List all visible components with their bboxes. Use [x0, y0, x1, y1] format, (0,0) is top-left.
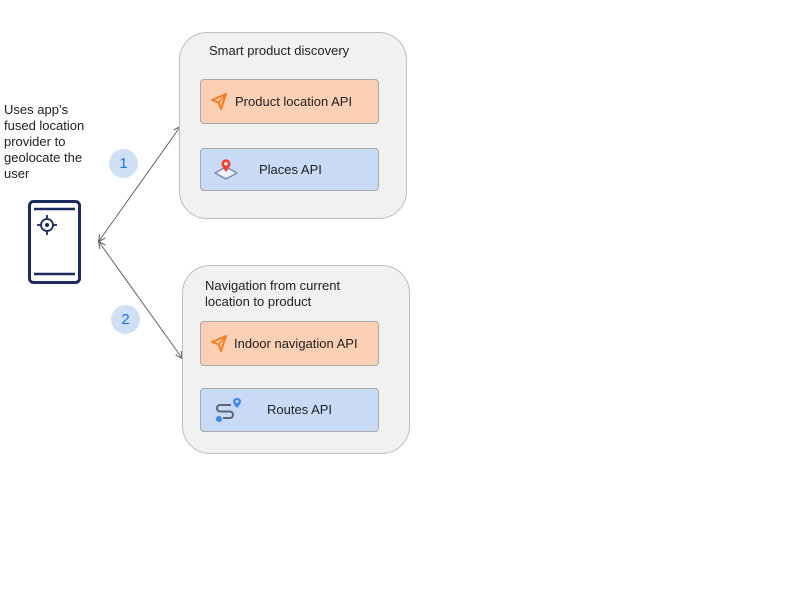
- navigation-arrow-icon: [211, 335, 227, 352]
- step-badge-1: 1: [109, 149, 138, 178]
- navigation-group: Navigation from current location to prod…: [182, 265, 410, 454]
- api-label: Indoor navigation API: [234, 336, 358, 351]
- group-title: Navigation from current location to prod…: [205, 278, 341, 309]
- api-label: Product location API: [235, 94, 353, 109]
- routes-api-card: Routes API: [200, 388, 379, 432]
- step-badge-2: 2: [111, 305, 140, 334]
- product-location-api-card: Product location API: [200, 79, 379, 124]
- indoor-navigation-api-card: Indoor navigation API: [200, 321, 379, 366]
- group-title: Smart product discovery: [209, 43, 350, 58]
- route-icon: [216, 398, 241, 422]
- arrow-to-navigation: [99, 242, 182, 358]
- places-api-card: Places API: [200, 148, 379, 191]
- map-pin-icon: [214, 159, 238, 180]
- navigation-arrow-icon: [211, 93, 227, 110]
- user-geolocation-caption: Uses app’s fused location provider to ge…: [4, 102, 85, 181]
- smart-product-discovery-group: Smart product discovery Product location…: [179, 32, 407, 219]
- arrow-to-discovery: [99, 127, 180, 241]
- api-label: Routes API: [267, 402, 333, 417]
- api-label: Places API: [259, 162, 322, 177]
- mobile-phone-icon: [28, 200, 81, 284]
